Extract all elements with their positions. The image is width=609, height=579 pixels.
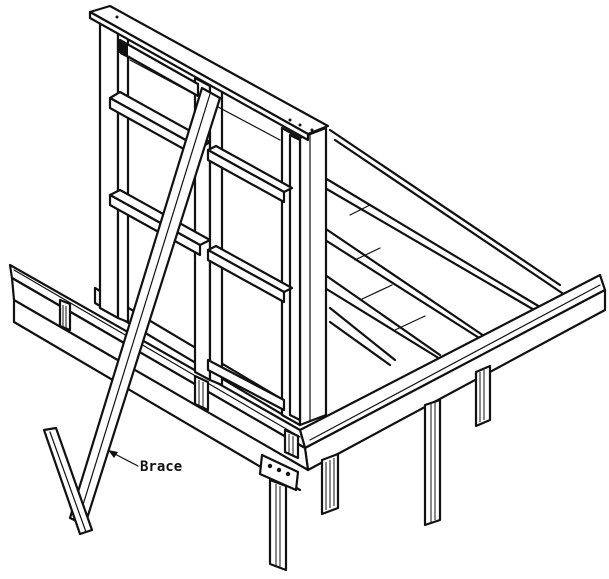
temporary-brace (42, 86, 222, 536)
foundation-piers (58, 298, 492, 572)
top-plate (88, 4, 330, 142)
brace-label: Brace (140, 459, 182, 475)
wall-blocking (108, 38, 294, 412)
corner-connector-plate (258, 453, 300, 492)
band-joist-right (298, 273, 607, 472)
floor-joists (316, 128, 567, 367)
brace-callout (108, 450, 139, 467)
